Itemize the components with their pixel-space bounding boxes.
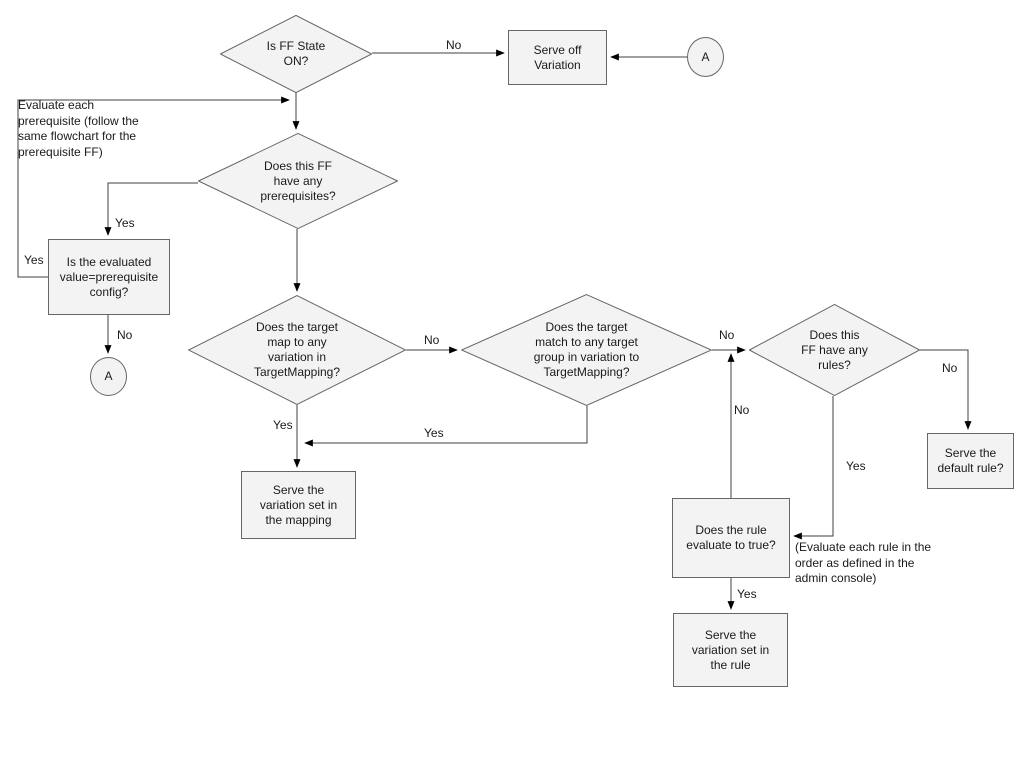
edge-loop-yes — [17, 96, 290, 278]
decision-label: Is FF State ON? — [266, 39, 326, 68]
process-serve-rule: Serve the variation set in the rule — [673, 613, 788, 687]
note-prerequisite: Evaluate each prerequisite (follow the s… — [18, 98, 139, 159]
diamond-shape — [461, 294, 712, 406]
edge-label-prereq-yes: Yes — [115, 216, 135, 230]
diamond-shape — [198, 133, 398, 229]
decision-has-rules: Does this FF have any rules? — [749, 304, 920, 396]
edge-rules-no — [920, 349, 972, 430]
process-label: Is the evaluated value=prerequisite conf… — [59, 254, 159, 299]
edge-label-rule-true-yes: Yes — [737, 587, 757, 601]
edge-label-mapping-no: No — [424, 333, 440, 347]
process-label: Serve the variation set in the mapping — [259, 482, 338, 527]
process-label: Does the rule evaluate to true? — [686, 523, 776, 552]
process-serve-mapping: Serve the variation set in the mapping — [241, 471, 356, 539]
process-serve-default: Serve the default rule? — [927, 433, 1014, 489]
decision-label: Does the target match to any target grou… — [533, 320, 640, 379]
connector-a-top: A — [687, 37, 724, 77]
diamond-shape — [749, 304, 920, 396]
edge-label-group-match-no: No — [719, 328, 735, 342]
process-label: Serve the default rule? — [937, 446, 1004, 475]
edge-label-prereq-config-no: No — [117, 328, 133, 342]
decision-target-mapping: Does the target map to any variation in … — [188, 295, 406, 405]
connector-a-bottom: A — [90, 357, 127, 396]
process-label: Serve off Variation — [533, 42, 582, 72]
decision-has-prerequisites: Does this FF have any prerequisites? — [198, 133, 398, 229]
decision-label: Does this FF have any prerequisites? — [260, 158, 336, 203]
process-serve-off-variation: Serve off Variation — [508, 30, 607, 85]
decision-target-group: Does the target match to any target grou… — [461, 294, 712, 406]
process-rule-evaluates-true: Does the rule evaluate to true? — [672, 498, 790, 578]
connector-label: A — [701, 49, 710, 64]
edge-rules-yes — [793, 396, 834, 540]
edge-label-rule-loop-no: No — [734, 403, 750, 417]
diamond-shape — [188, 295, 406, 405]
edge-label-rules-yes: Yes — [846, 459, 866, 473]
note-rules: (Evaluate each rule in the order as defi… — [795, 540, 932, 586]
decision-is-ff-state-on: Is FF State ON? — [220, 15, 372, 93]
edge-label-rules-no: No — [942, 361, 958, 375]
diamond-shape — [220, 15, 372, 93]
decision-label: Does the target map to any variation in … — [253, 320, 341, 379]
edge-label-mapping-yes: Yes — [273, 418, 293, 432]
edge-label-state-off-no: No — [446, 38, 462, 52]
edge-label-loop-yes: Yes — [24, 253, 44, 267]
connector-label: A — [104, 369, 113, 383]
edge-label-group-match-yes: Yes — [424, 426, 444, 440]
edge-group-match-yes — [304, 406, 588, 447]
decision-label: Does this FF have any rules? — [801, 327, 868, 372]
process-label: Serve the variation set in the rule — [691, 627, 770, 672]
edge-prereq-yes — [104, 182, 198, 236]
process-evaluated-value: Is the evaluated value=prerequisite conf… — [48, 239, 170, 315]
